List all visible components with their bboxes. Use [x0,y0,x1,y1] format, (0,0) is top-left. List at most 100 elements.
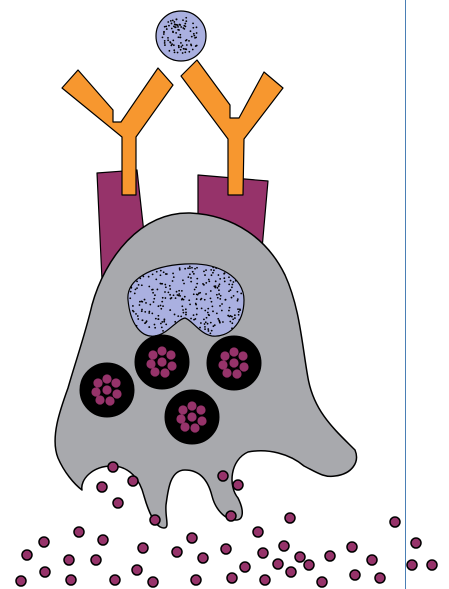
released-mediator [64,555,74,565]
antigen-speckle [196,32,198,34]
nucleus-speckle [212,272,214,274]
nucleus-speckle [145,302,147,304]
nucleus-speckle [161,301,163,303]
nucleus-speckle [212,310,214,312]
nucleus-speckle [193,273,195,275]
released-mediator [66,575,76,585]
nucleus-speckle [185,308,187,310]
antigen-speckle [173,49,175,51]
nucleus-speckle [207,323,209,325]
nucleus-speckle [238,314,240,316]
nucleus-speckle [237,298,239,300]
antigen-speckle [167,21,169,23]
nucleus-speckle [135,288,137,290]
nucleus-speckle [210,322,212,324]
antigen-speckle [162,36,164,38]
nucleus-speckle [238,319,240,321]
nucleus-speckle [162,297,164,299]
nucleus-speckle [163,271,165,273]
nucleus-speckle [200,322,202,324]
nucleus-speckle [171,297,173,299]
nucleus-speckle [158,305,160,307]
nucleus-speckle [181,305,183,307]
nucleus-speckle [157,289,159,291]
released-mediator [226,511,236,521]
granule-mediator [105,396,114,405]
released-mediator [191,575,201,585]
nucleus-speckle [219,283,221,285]
antigen-speckle [177,29,179,31]
antigen-speckle [173,25,175,27]
nucleus-speckle [141,284,143,286]
released-mediator [128,476,138,486]
released-mediator [218,471,228,481]
nucleus-speckle [174,314,176,316]
released-mediator [187,533,197,543]
nucleus-speckle [169,285,171,287]
granule-mediator [91,387,100,396]
nucleus-speckle [163,319,165,321]
nucleus-speckle [230,280,232,282]
released-mediator [285,513,295,523]
nucleus-speckle [144,311,146,313]
nucleus-speckle [203,284,205,286]
nucleus-speckle [151,313,153,315]
nucleus-speckle [232,318,234,320]
antigen-speckle [176,18,178,20]
nucleus-speckle [183,312,185,314]
nucleus-speckle [172,273,174,275]
antibody-right [181,60,283,195]
nucleus-speckle [223,273,225,275]
nucleus-speckle [211,330,213,332]
granule-mediator [229,347,238,356]
nucleus-speckle [129,297,131,299]
nucleus-speckle [218,285,220,287]
antigen-speckle [170,20,172,22]
nucleus-speckle [179,267,181,269]
antigen-speckle [164,44,166,46]
nucleus-speckle [230,289,232,291]
nucleus-speckle [134,293,136,295]
antigen-speckle [173,44,175,46]
antigen-speckle [183,28,185,30]
nucleus-speckle [139,277,141,279]
granule-mediator [157,357,166,366]
nucleus-speckle [191,267,193,269]
nucleus-speckle [175,297,177,299]
nucleus-speckle [216,294,218,296]
nucleus-speckle [219,322,221,324]
granule-mediator [187,401,196,410]
nucleus-speckle [231,327,233,329]
granule-mediator [232,369,241,378]
nucleus-speckle [179,295,181,297]
released-mediator [260,575,270,585]
nucleus-speckle [209,332,211,334]
nucleus-speckle [160,270,162,272]
nucleus-speckle [208,279,210,281]
antigen-speckle [190,30,192,32]
antigen-speckle [173,21,175,23]
nucleus-speckle [196,267,198,269]
nucleus-speckle [165,323,167,325]
nucleus-speckle [177,315,179,317]
nucleus-speckle [165,286,167,288]
nucleus-speckle [196,298,198,300]
released-mediator [273,559,283,569]
nucleus-speckle [160,323,162,325]
nucleus-speckle [208,314,210,316]
nucleus-speckle [221,303,223,305]
nucleus-speckle [207,312,209,314]
granule-mediator [146,359,155,368]
nucleus-speckle [139,304,141,306]
nucleus-speckle [167,291,169,293]
antigen-speckle [179,24,181,26]
granule-mediator [160,368,169,377]
antigen-speckle [193,33,195,35]
nucleus-speckle [197,294,199,296]
nucleus-speckle [205,282,207,284]
antigen-speckle [188,40,190,42]
nucleus-speckle [212,267,214,269]
granule-mediator [148,350,157,359]
nucleus-speckle [178,293,180,295]
